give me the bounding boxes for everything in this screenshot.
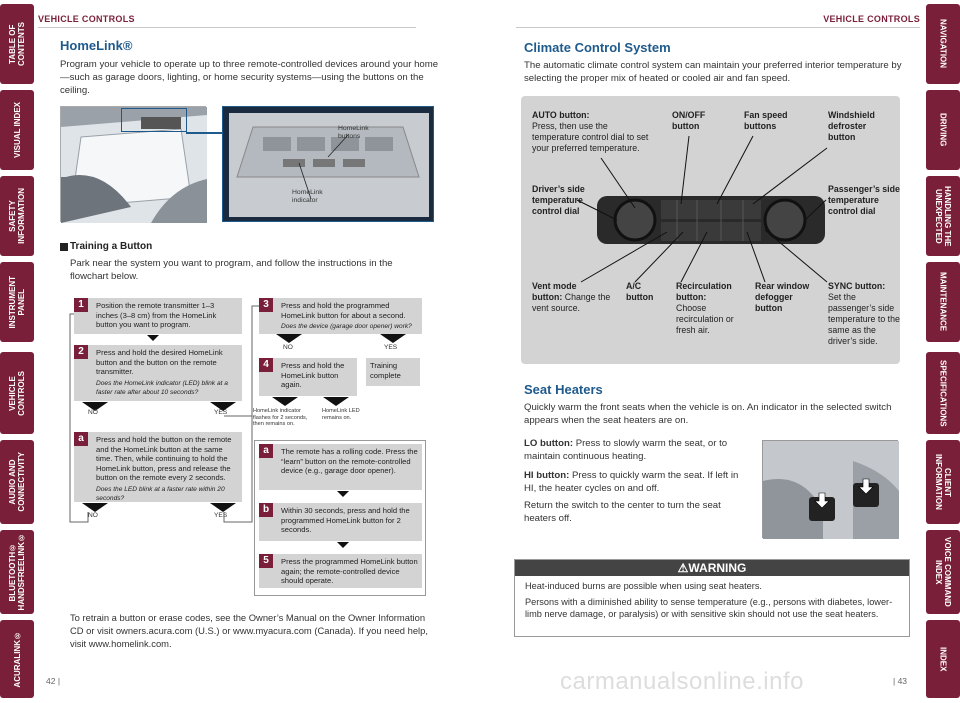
tab-maintenance[interactable]: MAINTENANCE — [926, 262, 960, 342]
tab-safety-information[interactable]: SAFETY INFORMATION — [0, 176, 34, 256]
flow-arrow — [337, 491, 349, 497]
flow-lines — [69, 305, 260, 523]
homelink-indicator-label: HomeLink indicator — [292, 189, 323, 204]
rear-defogger-callout: Rear window defogger button — [755, 281, 810, 313]
vent-mode-callout: Vent mode button: Change the vent source… — [532, 281, 611, 313]
training-text: Park near the system you want to program… — [70, 258, 393, 282]
windshield-callout: Windshield defroster button — [828, 110, 875, 142]
step-letter: b — [259, 503, 273, 517]
rolling-code-frame — [254, 440, 426, 596]
tab-handling-the-unexpected[interactable]: HANDLING THE UNEXPECTED — [926, 176, 960, 256]
yes-label: YES — [214, 512, 228, 519]
yes-label: YES — [384, 344, 398, 351]
right-page-header: VEHICLE CONTROLS — [823, 14, 920, 24]
tab-vehicle-controls[interactable]: VEHICLE CONTROLS — [0, 352, 34, 434]
note-indicator-flashes: HomeLink indicator flashes for 2 seconds… — [253, 408, 308, 427]
retrain-text: To retrain a button or erase codes, see … — [70, 612, 428, 649]
car-interior-image — [60, 106, 207, 223]
yes-arrow — [210, 402, 236, 411]
flow-arrow — [323, 397, 349, 406]
ac-callout: A/C button — [626, 281, 654, 302]
no-arrow — [82, 402, 108, 411]
warning-line-2: Persons with a diminished ability to sen… — [525, 597, 893, 619]
tab-driving[interactable]: DRIVING — [926, 90, 960, 170]
page-number-right: | 43 — [893, 676, 908, 686]
return-switch-text: Return the switch to the center to turn … — [524, 500, 721, 524]
step-number: 5 — [259, 554, 273, 568]
hi-button-text: HI button: Press to quickly warm the sea… — [524, 470, 739, 494]
seat-heaters-intro: Quickly warm the front seats when the ve… — [524, 402, 892, 426]
step-letter: a — [74, 432, 88, 446]
no-arrow — [82, 503, 108, 512]
climate-diagram — [521, 96, 900, 364]
warning-icon: ⚠ — [677, 561, 689, 575]
seat-heater-switch-image — [762, 440, 899, 539]
tab-acuralink[interactable]: ACURALINK® — [0, 620, 34, 698]
homelink-buttons-label: HomeLink buttons — [338, 125, 369, 140]
page-number-left: 42 | — [46, 676, 61, 686]
fan-speed-callout: Fan speed buttons — [744, 110, 788, 131]
ceiling-console-image — [222, 106, 434, 222]
training-complete: Training complete — [366, 358, 420, 386]
no-arrow — [276, 334, 302, 343]
climate-title: Climate Control System — [524, 40, 671, 55]
yes-label: YES — [214, 409, 228, 416]
homelink-intro: Program your vehicle to operate up to th… — [60, 59, 439, 96]
watermark: carmanualsonline.info — [560, 668, 804, 695]
auto-button-callout: AUTO button:Press, then use the temperat… — [532, 110, 649, 153]
tab-specifications[interactable]: SPECIFICATIONS — [926, 352, 960, 434]
step-number: 4 — [259, 358, 273, 372]
tab-instrument-panel[interactable]: INSTRUMENT PANEL — [0, 262, 34, 342]
homelink-title: HomeLink® — [60, 38, 133, 53]
step-letter: a — [259, 444, 273, 458]
warning-line-1: Heat-induced burns are possible when usi… — [525, 581, 762, 591]
tab-audio-connectivity[interactable]: AUDIO AND CONNECTIVITY — [0, 440, 34, 524]
header-rule — [38, 27, 416, 28]
recirculation-callout: Recirculation button:Choose recirculatio… — [676, 281, 734, 335]
warning-box: ⚠WARNING Heat-induced burns are possible… — [514, 559, 910, 637]
sync-callout: SYNC button:Set the passenger’s side tem… — [828, 281, 900, 346]
driver-dial-callout: Driver’s side temperature control dial — [532, 184, 585, 216]
left-page-header: VEHICLE CONTROLS — [38, 14, 135, 24]
onoff-callout: ON/OFF button — [672, 110, 706, 131]
note-led-remains: HomeLink LED remains on. — [322, 408, 360, 421]
lo-button-text: LO button: Press to slowly warm the seat… — [524, 438, 728, 462]
step-number: 1 — [74, 298, 88, 312]
tab-client-information[interactable]: CLIENT INFORMATION — [926, 440, 960, 524]
tab-index[interactable]: INDEX — [926, 620, 960, 698]
step-number: 3 — [259, 298, 273, 312]
yes-arrow — [210, 503, 236, 512]
tab-voice-command-index[interactable]: VOICE COMMAND INDEX — [926, 530, 960, 614]
flow-arrow — [337, 542, 349, 548]
flow-arrow — [272, 397, 298, 406]
yes-arrow — [380, 334, 406, 343]
flow-arrow — [147, 335, 159, 341]
header-rule — [516, 27, 920, 28]
climate-panel-image — [576, 135, 828, 283]
training-title: Training a Button — [70, 241, 153, 252]
section-bullet — [60, 243, 68, 251]
seat-heaters-title: Seat Heaters — [524, 382, 603, 397]
passenger-dial-callout: Passenger’s side temperature control dia… — [828, 184, 900, 216]
tab-bluetooth-handsfreelink[interactable]: BLUETOOTH® HANDSFREELINK® — [0, 530, 34, 614]
no-label: NO — [283, 344, 293, 351]
tab-visual-index[interactable]: VISUAL INDEX — [0, 90, 34, 170]
zoom-line — [186, 132, 222, 134]
warning-header: ⚠WARNING — [515, 560, 909, 576]
tab-table-of-contents[interactable]: TABLE OF CONTENTS — [0, 4, 34, 84]
zoom-frame — [121, 108, 187, 132]
no-label: NO — [88, 409, 98, 416]
step-number: 2 — [74, 345, 88, 359]
climate-intro: The automatic climate control system can… — [524, 60, 902, 84]
tab-navigation[interactable]: NAVIGATION — [926, 4, 960, 84]
no-label: NO — [88, 512, 98, 519]
